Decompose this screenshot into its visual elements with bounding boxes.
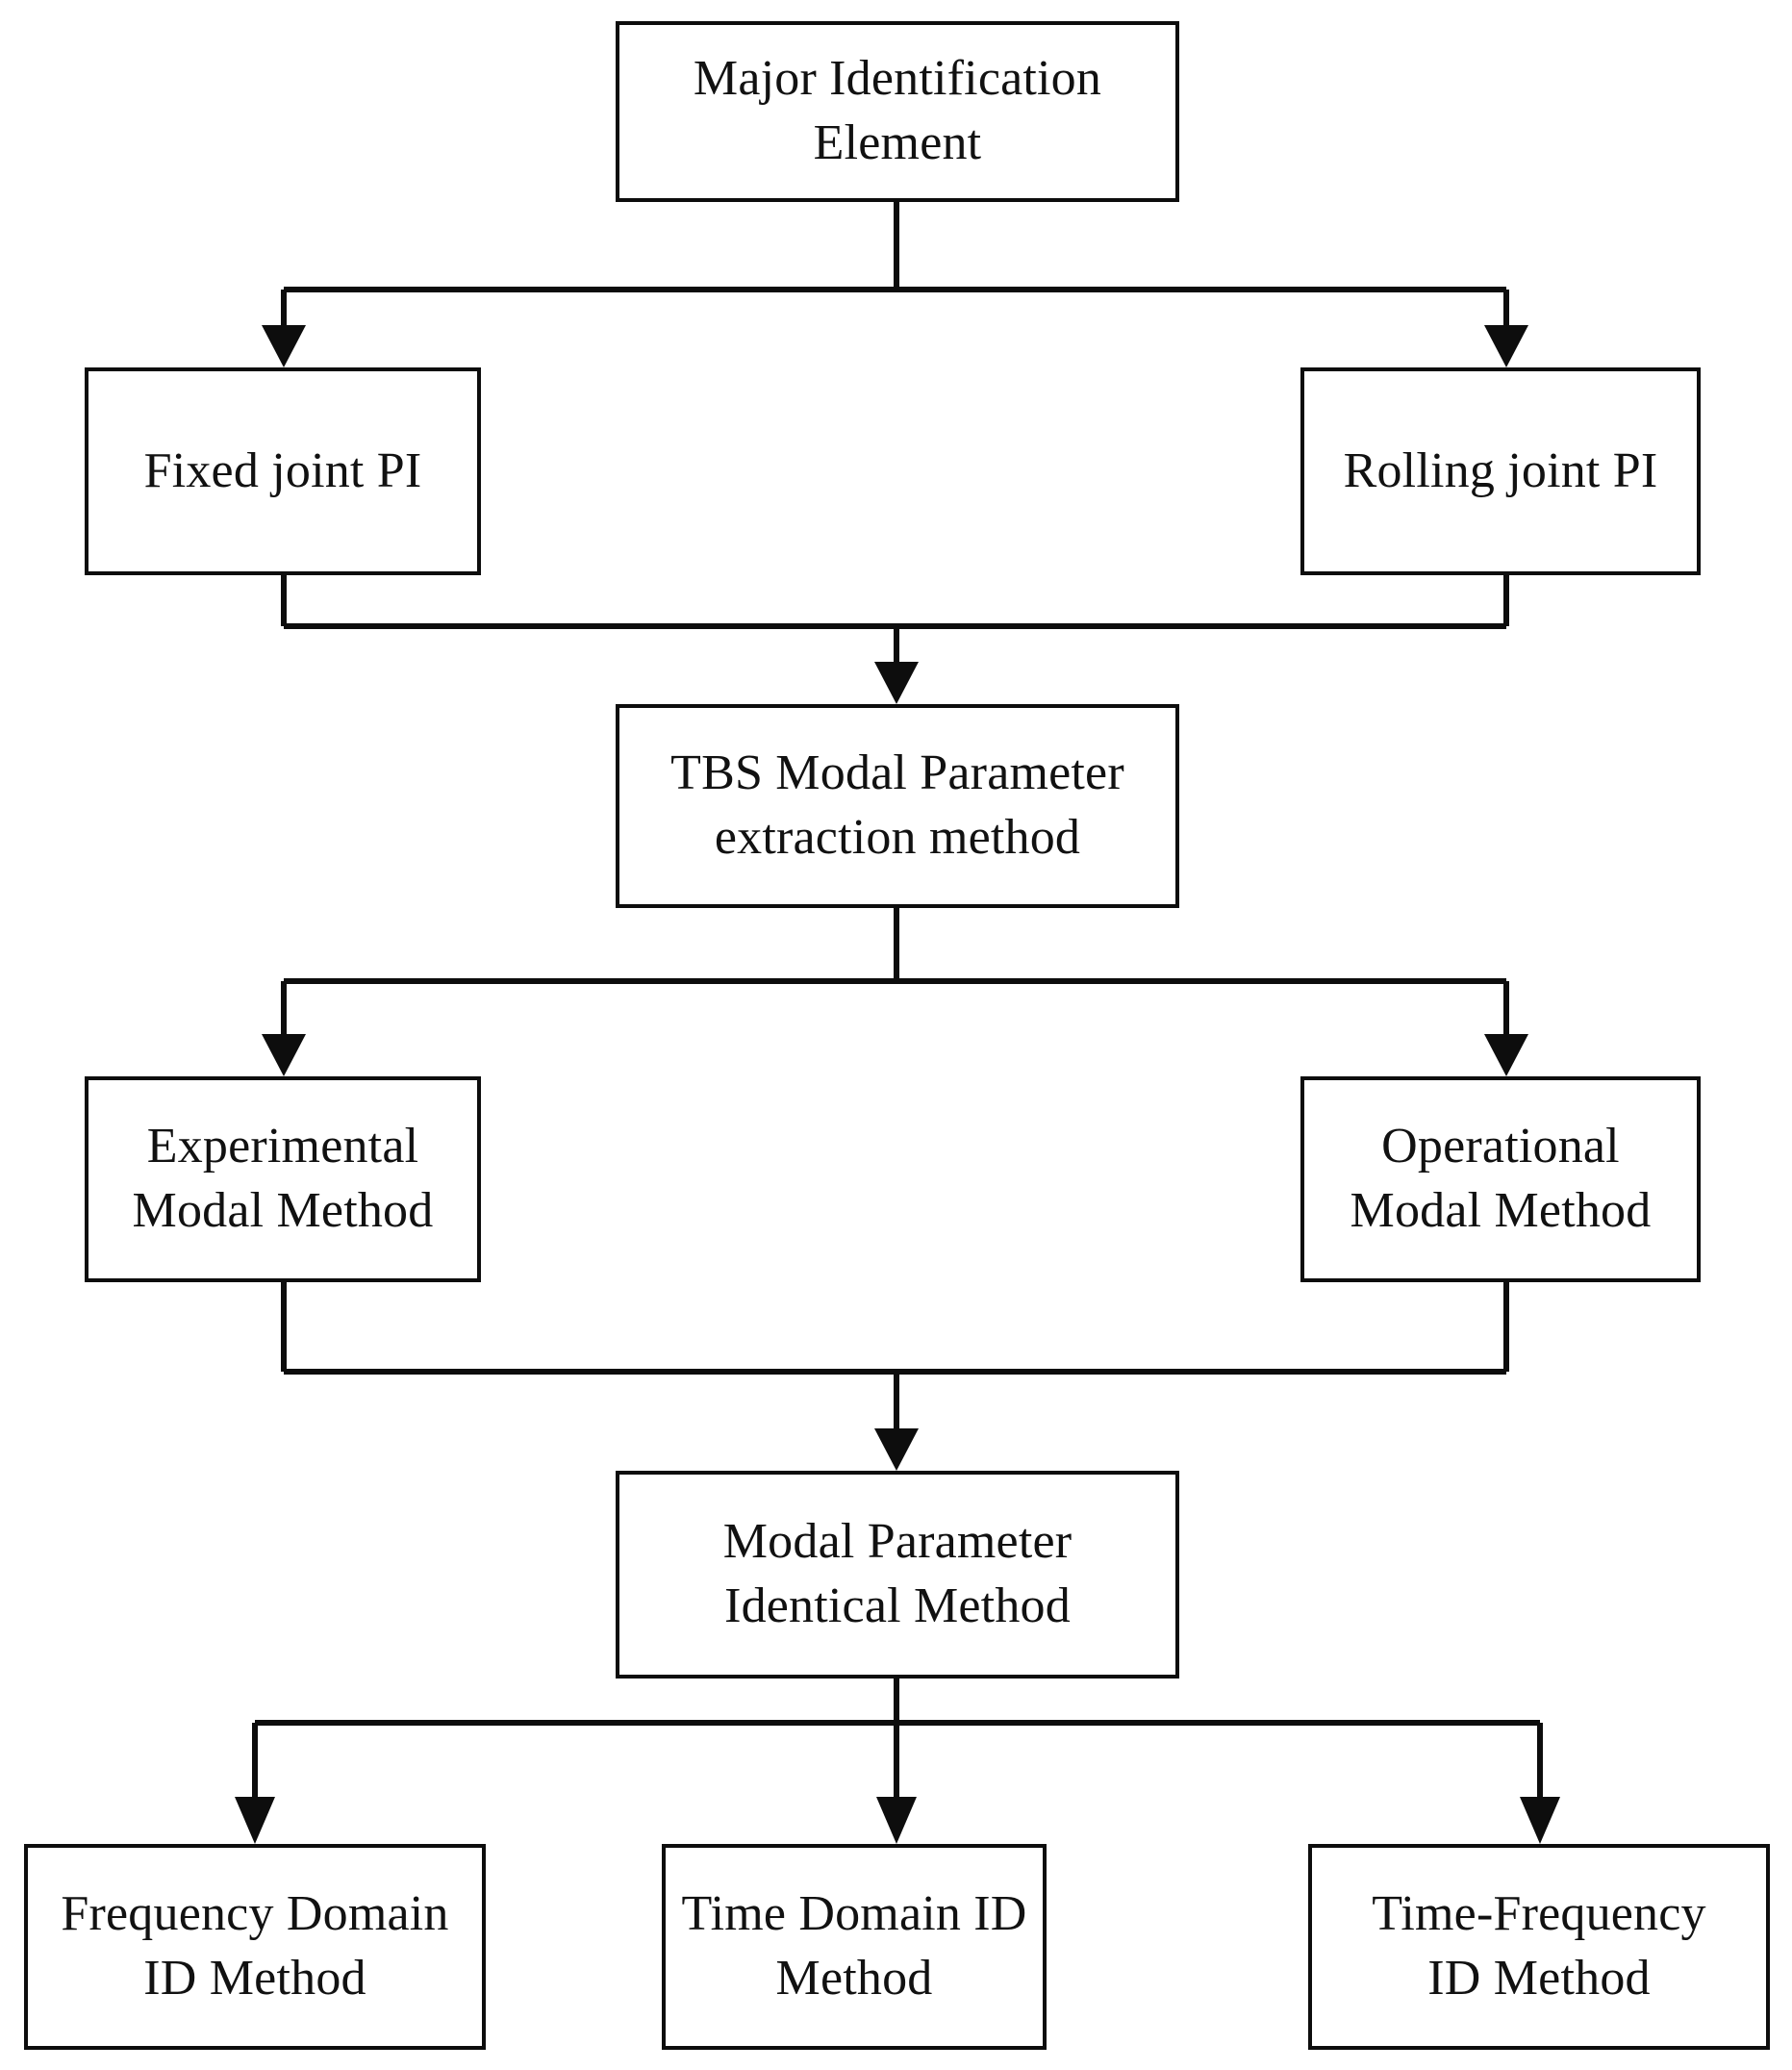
edge-identical-to-id-methods <box>235 1679 1560 1844</box>
node-modal-parameter-identical-method[interactable]: Modal Parameter Identical Method <box>616 1471 1179 1679</box>
node-time-domain-id-method[interactable]: Time Domain ID Method <box>662 1844 1047 2050</box>
node-label-frequency-domain-id-method: Frequency Domain ID Method <box>61 1886 449 2006</box>
edge-joints-to-tbs <box>281 575 1509 704</box>
node-label-time-domain-id-method: Time Domain ID Method <box>681 1886 1027 2006</box>
node-rolling-joint-pi[interactable]: Rolling joint PI <box>1300 367 1701 575</box>
node-label-rolling-joint-pi: Rolling joint PI <box>1343 442 1658 498</box>
node-experimental-modal-method[interactable]: Experimental Modal Method <box>85 1076 481 1282</box>
node-tbs-modal-parameter-extraction-method[interactable]: TBS Modal Parameter extraction method <box>616 704 1179 908</box>
edge-tbs-to-modal-methods <box>262 908 1528 1076</box>
node-label-major-identification-element: Major Identification Element <box>693 51 1102 170</box>
node-fixed-joint-pi[interactable]: Fixed joint PI <box>85 367 481 575</box>
node-operational-modal-method[interactable]: Operational Modal Method <box>1300 1076 1701 1282</box>
node-major-identification-element[interactable]: Major Identification Element <box>616 21 1179 202</box>
node-frequency-domain-id-method[interactable]: Frequency Domain ID Method <box>24 1844 486 2050</box>
node-label-operational-modal-method: Operational Modal Method <box>1350 1119 1652 1238</box>
node-label-modal-parameter-identical-method: Modal Parameter Identical Method <box>722 1514 1073 1633</box>
node-label-time-frequency-id-method: Time-Frequency ID Method <box>1372 1886 1706 2006</box>
node-label-tbs-modal-parameter-extraction-method: TBS Modal Parameter extraction method <box>670 745 1124 865</box>
node-label-experimental-modal-method: Experimental Modal Method <box>132 1119 434 1238</box>
edge-major-to-children <box>262 202 1528 367</box>
edge-modal-methods-to-identical <box>281 1282 1509 1471</box>
node-label-fixed-joint-pi: Fixed joint PI <box>143 442 422 498</box>
node-time-frequency-id-method[interactable]: Time-Frequency ID Method <box>1308 1844 1770 2050</box>
